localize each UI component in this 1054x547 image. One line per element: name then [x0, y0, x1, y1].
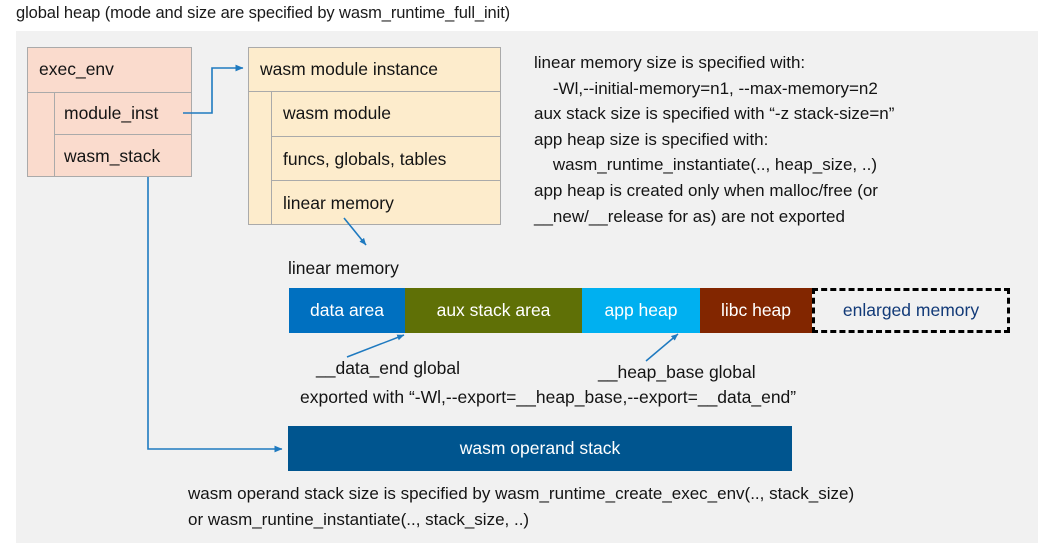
exec-env-field-divider: [54, 134, 192, 135]
exec-env-divider: [27, 92, 192, 93]
module-instance-row-funcs-globals-tables: funcs, globals, tables: [283, 148, 447, 169]
annotation-data-end-global: __data_end global: [316, 358, 461, 378]
module-instance-row-linear-memory: linear memory: [283, 192, 394, 213]
linear-memory-bar: data area aux stack area app heap libc h…: [289, 288, 1010, 333]
linear-memory-notes: linear memory size is specified with: -W…: [534, 53, 895, 226]
annotation-exported-with: exported with “-Wl,--export=__heap_base,…: [300, 387, 797, 407]
module-instance-rows-group: [271, 91, 501, 225]
wasm-module-instance-title: wasm module instance: [260, 58, 438, 79]
wasm-operand-stack-box[interactable]: wasm operand stack: [288, 426, 792, 471]
page-title: global heap (mode and size are specified…: [16, 4, 511, 22]
operand-stack-notes: wasm operand stack size is specified by …: [188, 484, 855, 529]
module-instance-row-divider-2: [271, 180, 501, 181]
module-instance-divider: [248, 91, 501, 92]
module-instance-row-divider-1: [271, 136, 501, 137]
memory-segment-aux-stack-area[interactable]: aux stack area: [405, 288, 582, 333]
exec-env-field-wasm-stack: wasm_stack: [64, 145, 161, 166]
module-instance-row-wasm-module: wasm module: [283, 103, 391, 123]
exec-env-field-module-inst: module_inst: [64, 102, 159, 123]
exec-env-title: exec_env: [39, 59, 114, 79]
memory-segment-libc-heap[interactable]: libc heap: [700, 288, 812, 333]
memory-segment-enlarged-memory[interactable]: enlarged memory: [812, 288, 1010, 333]
memory-segment-data-area[interactable]: data area: [289, 288, 405, 333]
linear-memory-caption: linear memory: [288, 258, 399, 278]
annotation-heap-base-global: __heap_base global: [598, 362, 756, 382]
memory-segment-app-heap[interactable]: app heap: [582, 288, 700, 333]
